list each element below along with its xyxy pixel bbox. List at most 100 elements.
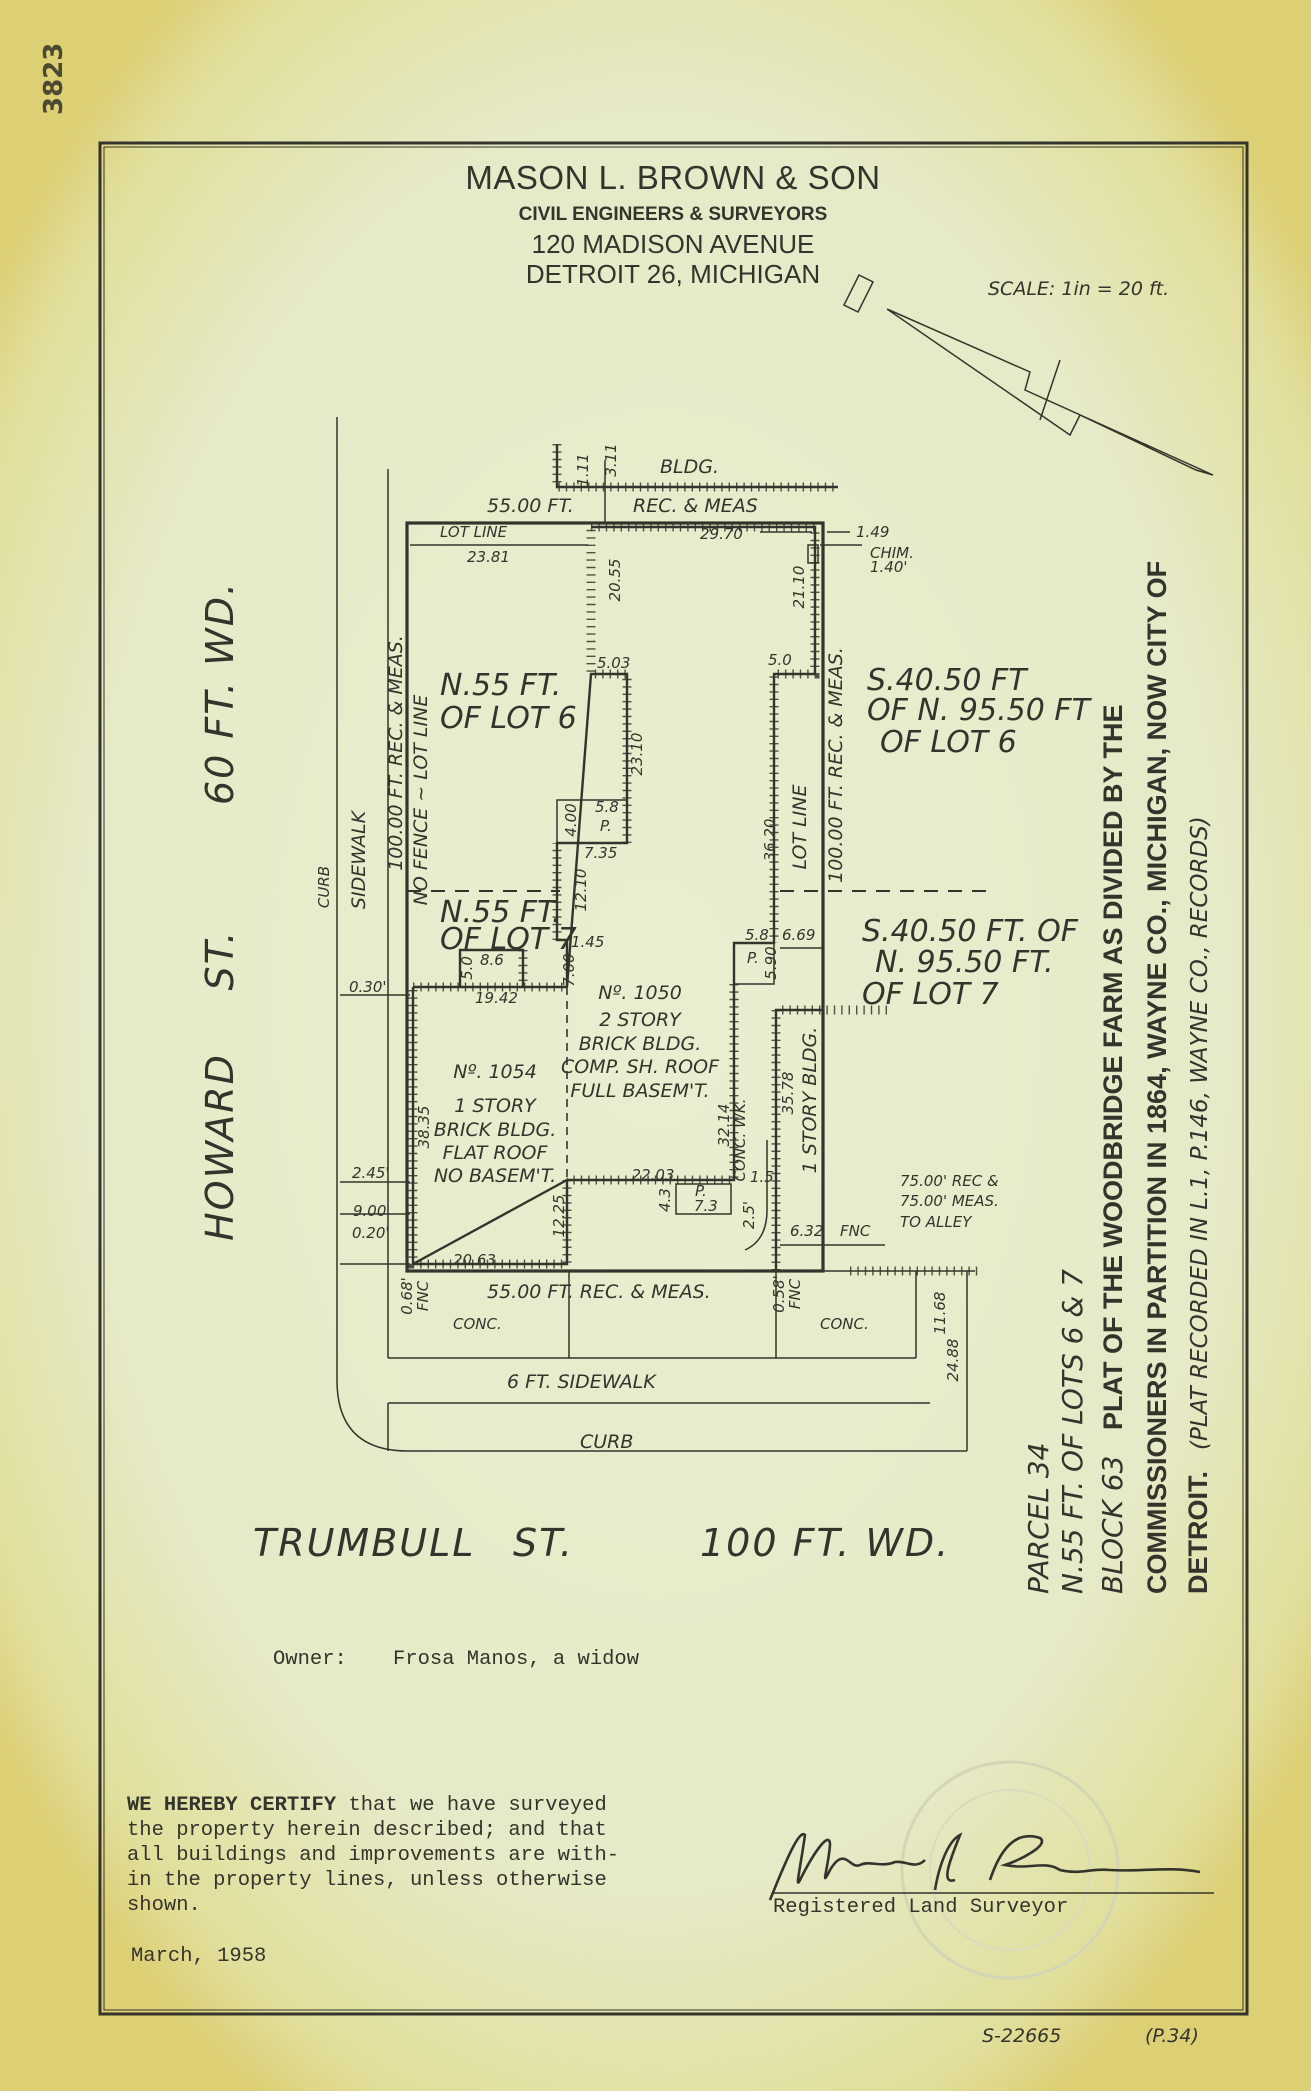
building-1050 — [552, 522, 820, 1215]
concrete-walk-label: CONC. WK. — [731, 1099, 749, 1182]
chimney-label: CHIM. — [870, 544, 914, 562]
dim: 1.5' — [750, 1168, 778, 1186]
dim: 24.88 — [944, 1339, 962, 1382]
dim-bottom-lot: 55.00 FT. REC. & MEAS. — [487, 1281, 711, 1303]
scale-label: SCALE: 1in = 20 ft. — [988, 278, 1169, 300]
dim: 4.00 — [562, 803, 580, 836]
legal-plat: PLAT OF THE WOODBRIDGE FARM AS DIVIDED B… — [1098, 704, 1128, 1430]
certificate-text: that we have surveyed — [336, 1794, 607, 1817]
certificate-text: in the property lines, unless otherwise — [127, 1869, 607, 1892]
dim: 23.10 — [628, 733, 646, 776]
dim: 7.00 — [560, 953, 578, 986]
sheet-number: 3823 — [39, 43, 69, 115]
dim: 7.35 — [584, 844, 617, 862]
building-1054-desc: 1 STORY — [454, 1095, 537, 1117]
dim: 0.20' — [352, 1224, 390, 1242]
dim: 1.11 — [574, 453, 592, 486]
lot-label: OF LOT 7 — [862, 977, 999, 1012]
lot-line-label: LOT LINE — [440, 523, 508, 541]
no-fence-label: NO FENCE ~ LOT LINE — [410, 695, 432, 906]
owner-name: Frosa Manos, a widow — [393, 1648, 640, 1671]
certificate-text: all buildings and improvements are with- — [127, 1844, 619, 1867]
certificate-first-line: WE HEREBY CERTIFY that we have surveyed — [127, 1794, 607, 1817]
certificate-text: shown. — [127, 1894, 201, 1917]
dim: 32.14 — [715, 1104, 733, 1147]
dim: 2.45' — [352, 1164, 390, 1182]
dim: 6.69 — [782, 926, 815, 944]
firm-name: MASON L. BROWN & SON — [465, 159, 880, 196]
building-1054-desc: BRICK BLDG. — [434, 1119, 557, 1141]
dim: 5.03 — [597, 654, 630, 672]
dim: 38.35 — [415, 1106, 433, 1149]
dim: 5.90 — [762, 946, 780, 979]
street-lines — [336, 417, 975, 1452]
concrete-walk — [744, 1140, 768, 1251]
sidewalk-6ft-label: 6 FT. SIDEWALK — [507, 1371, 657, 1393]
legal-plat: DETROIT. — [1183, 1471, 1213, 1594]
porch-label: P. — [747, 949, 759, 967]
dim: 20.55 — [606, 559, 624, 602]
dim: 19.42 — [475, 989, 518, 1007]
dim: 12.10 — [572, 869, 590, 912]
dim: 22.03 — [632, 1166, 675, 1184]
dim-right-lot: 100.00 FT. REC. & MEAS. — [825, 647, 847, 883]
dim: 4.3 — [656, 1188, 674, 1212]
title-block: MASON L. BROWN & SON CIVIL ENGINEERS & S… — [465, 159, 880, 289]
dim: 7.3 — [694, 1197, 718, 1215]
concrete-label: CONC. — [820, 1315, 869, 1333]
street-width-howard: 60 FT. WD. — [198, 581, 242, 805]
porch — [733, 942, 775, 985]
lot-label: S.40.50 FT. OF — [862, 914, 1079, 949]
neighbor-building-label: BLDG. — [660, 456, 719, 478]
legal-plat: COMMISSIONERS IN PARTITION IN 1864, WAYN… — [1142, 561, 1172, 1594]
dim: 23.81 — [467, 548, 510, 566]
north-arrow-icon — [842, 273, 1214, 476]
curb-label-bottom: CURB — [580, 1431, 633, 1453]
firm-address: 120 MADISON AVENUE — [532, 229, 815, 259]
lot-outline — [405, 521, 825, 1273]
building-1050-desc: COMP. SH. ROOF — [561, 1056, 720, 1078]
street-name-trumbull: TRUMBULL — [253, 1521, 475, 1565]
file-reference: S-22665 — [982, 2025, 1061, 2047]
dim: 5.8 — [745, 926, 769, 944]
alley-dim: 75.00' MEAS. — [900, 1192, 999, 1210]
fence-label: FNC — [840, 1222, 871, 1240]
lot-label: OF LOT 6 — [880, 725, 1017, 760]
lot-label: N. 95.50 FT. — [875, 945, 1054, 980]
street-suffix-trumbull: ST. — [513, 1521, 574, 1565]
porch — [675, 1183, 732, 1215]
fence-label: FNC — [414, 1280, 432, 1311]
dim: 5.0 — [768, 651, 792, 669]
neighbor-building — [552, 444, 838, 492]
building-1050-desc: BRICK BLDG. — [579, 1033, 702, 1055]
legal-lots: N.55 FT. OF LOTS 6 & 7 — [1056, 1269, 1089, 1594]
legal-parcel: PARCEL 34 — [1022, 1443, 1055, 1594]
lot-label: N.55 FT. — [440, 895, 561, 930]
one-story-building-label: 1 STORY BLDG. — [799, 1027, 821, 1174]
firm-city: DETROIT 26, MICHIGAN — [526, 259, 820, 289]
dim: 20.63 — [453, 1251, 496, 1269]
dim: 1.45 — [571, 933, 604, 951]
dim: 1.40' — [870, 558, 908, 576]
legal-block: BLOCK 63 — [1096, 1456, 1129, 1594]
dim-left-lot: 100.00 FT. REC. & MEAS. — [385, 635, 407, 871]
dim: 0.30' — [349, 978, 387, 996]
street-width-trumbull: 100 FT. WD. — [700, 1521, 950, 1565]
one-story-building — [744, 1005, 980, 1276]
porch — [556, 799, 628, 844]
lot-label: S.40.50 FT — [867, 663, 1029, 698]
building-1054-number: Nº. 1054 — [453, 1061, 537, 1083]
drawing-frame-inner — [103, 146, 1244, 2011]
owner-label: Owner: — [273, 1648, 347, 1671]
fence-label: FNC — [786, 1278, 804, 1309]
chimney — [807, 544, 819, 564]
porch-label: P. — [695, 1182, 707, 1200]
building-1050-desc: 2 STORY — [599, 1009, 682, 1031]
dim: 12.25 — [550, 1195, 568, 1238]
curb-label: CURB — [315, 866, 333, 908]
dim: 3.11 — [602, 443, 620, 476]
firm-subtitle: CIVIL ENGINEERS & SURVEYORS — [519, 204, 828, 225]
legal-plat-note: (PLAT RECORDED IN L.1, P.146, WAYNE CO.,… — [1187, 816, 1213, 1450]
